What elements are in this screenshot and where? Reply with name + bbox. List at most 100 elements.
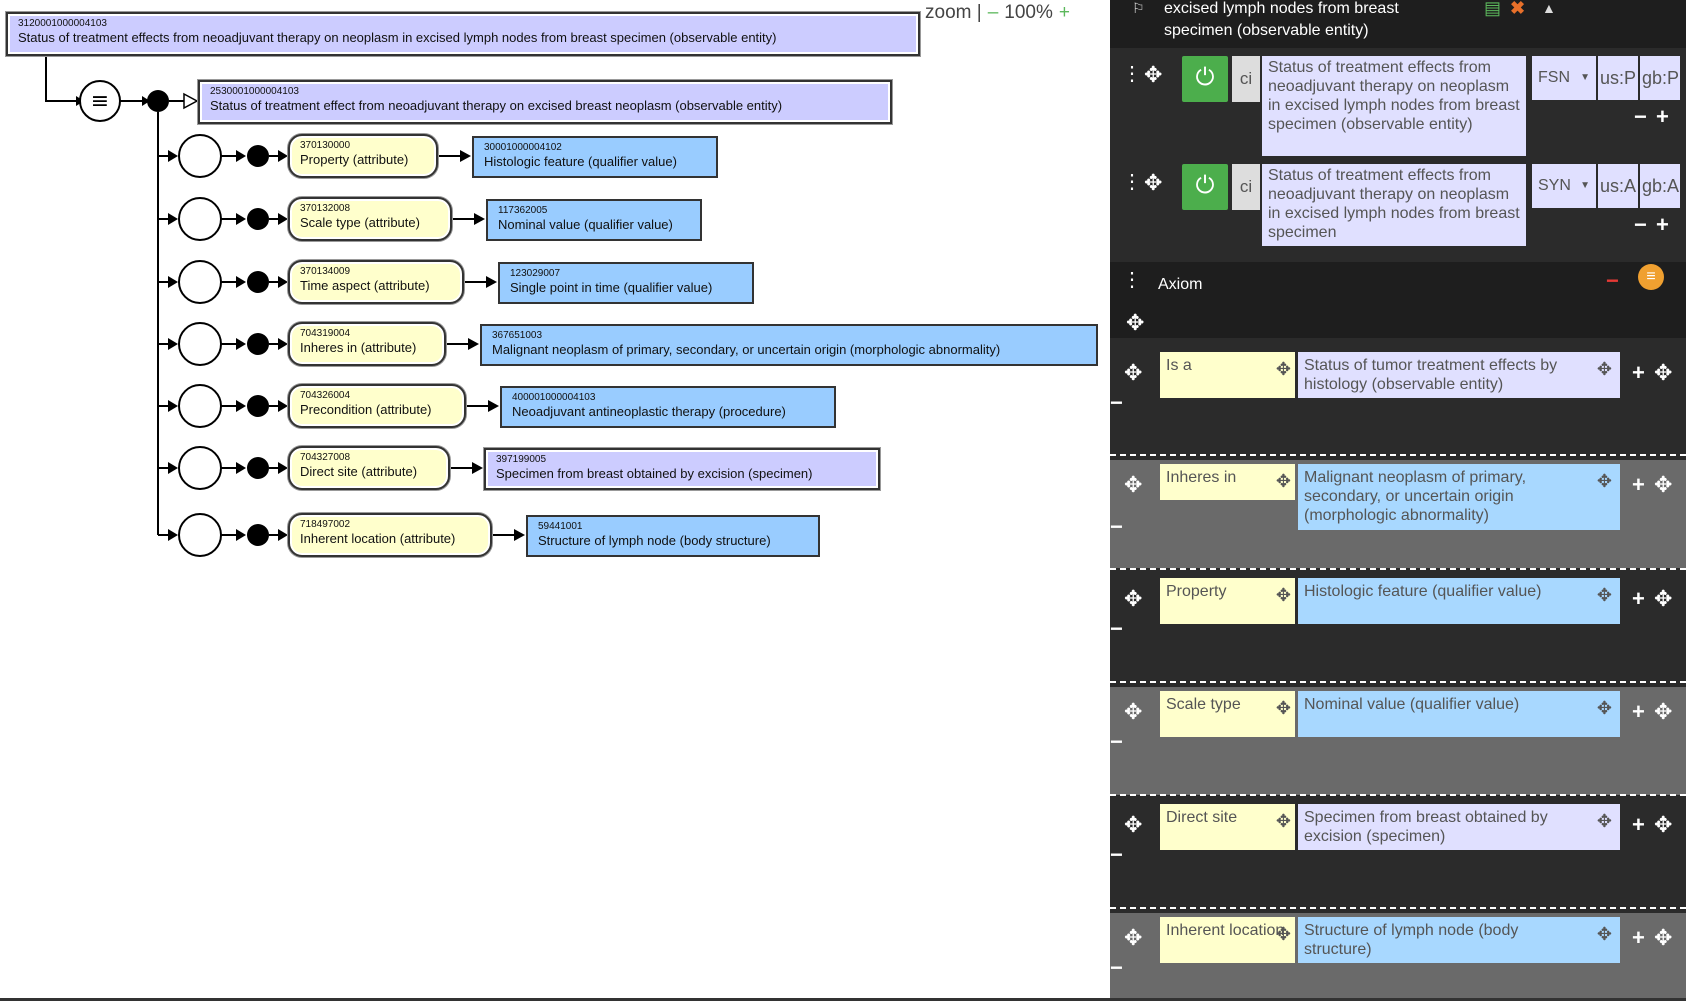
arrowhead-icon (236, 462, 246, 474)
remove-relationship-icon[interactable]: − (1110, 514, 1123, 539)
move-icon[interactable]: ✥ (1144, 62, 1163, 87)
relationship-type-field[interactable]: Scale type✥ (1160, 691, 1295, 737)
add-relationship-icon[interactable]: + (1632, 925, 1645, 950)
add-relationship-icon[interactable]: + (1632, 472, 1645, 497)
relationship-target-field[interactable]: Structure of lymph node (body structure)… (1298, 917, 1620, 963)
move-icon[interactable]: ✥ (1596, 698, 1612, 718)
move-icon[interactable]: ✥ (1144, 170, 1163, 195)
move-icon[interactable]: ✥ (1654, 472, 1673, 497)
gb-acceptability-field[interactable]: gb:P (1640, 56, 1680, 100)
arrowhead-icon (514, 529, 525, 541)
description-type-select[interactable]: FSN▼ (1532, 56, 1596, 100)
move-icon[interactable]: ✥ (1275, 698, 1291, 718)
relationship-type-field[interactable]: Inherent location✥ (1160, 917, 1295, 963)
remove-description-icon[interactable]: − (1634, 212, 1647, 237)
remove-relationship-icon[interactable]: − (1110, 842, 1123, 867)
active-toggle-button[interactable]: ⏻ (1182, 56, 1228, 102)
save-icon[interactable]: ▤ (1484, 0, 1502, 18)
relationship-type-field[interactable]: Property✥ (1160, 578, 1295, 624)
relationship-type-field[interactable]: Direct site✥ (1160, 804, 1295, 850)
drag-grip-icon[interactable]: ⋮ (1122, 63, 1142, 85)
move-icon[interactable]: ✥ (1654, 812, 1673, 837)
move-icon[interactable]: ✥ (1124, 925, 1143, 950)
remove-relationship-icon[interactable]: − (1110, 729, 1123, 754)
us-acceptability-field[interactable]: us:P (1598, 56, 1638, 100)
move-icon[interactable]: ✥ (1126, 310, 1145, 335)
connector-line (45, 56, 76, 102)
relationship-type-field[interactable]: Inheres in✥ (1160, 464, 1295, 500)
relationship-target-field[interactable]: Status of tumor treatment effects by his… (1298, 352, 1620, 398)
move-icon[interactable]: ✥ (1124, 699, 1143, 724)
gb-acceptability-field[interactable]: gb:A (1640, 164, 1680, 208)
move-icon[interactable]: ✥ (1124, 586, 1143, 611)
case-significance-button[interactable]: ci (1232, 164, 1260, 210)
arrowhead-icon (168, 529, 178, 541)
move-icon[interactable]: ✥ (1596, 811, 1612, 831)
move-icon[interactable]: ✥ (1654, 925, 1673, 950)
move-icon[interactable]: ✥ (1124, 812, 1143, 837)
add-relationship-icon[interactable]: + (1632, 360, 1645, 385)
move-icon[interactable]: ✥ (1654, 360, 1673, 385)
arrowhead-icon (278, 400, 288, 412)
description-type-select[interactable]: SYN▼ (1532, 164, 1596, 208)
zoom-out-button[interactable]: – (987, 2, 999, 23)
move-icon[interactable]: ✥ (1275, 471, 1291, 491)
move-icon[interactable]: ✥ (1596, 924, 1612, 944)
move-icon[interactable]: ✥ (1275, 585, 1291, 605)
relationship-target-field[interactable]: Histologic feature (qualifier value)✥ (1298, 578, 1620, 624)
move-icon[interactable]: ✥ (1275, 359, 1291, 379)
move-icon[interactable]: ✥ (1275, 811, 1291, 831)
move-icon[interactable]: ✥ (1654, 586, 1673, 611)
move-icon[interactable]: ✥ (1275, 924, 1291, 944)
description-term-field[interactable]: Status of treatment effects from neoadju… (1262, 164, 1526, 246)
move-icon[interactable]: ✥ (1124, 472, 1143, 497)
case-significance-button[interactable]: ci (1232, 56, 1260, 102)
add-relationship-icon[interactable]: + (1632, 586, 1645, 611)
move-icon[interactable]: ✥ (1124, 360, 1143, 385)
relationship-type-field[interactable]: Is a✥ (1160, 352, 1295, 398)
value-concept-label: Histologic feature (qualifier value) (484, 154, 677, 169)
add-description-icon[interactable]: + (1656, 104, 1669, 129)
attribute-id: 704319004 (300, 328, 351, 339)
relationship-target-field[interactable]: Malignant neoplasm of primary, secondary… (1298, 464, 1620, 530)
close-icon[interactable]: ✖ (1510, 0, 1526, 18)
relationship-target-field[interactable]: Specimen from breast obtained by excisio… (1298, 804, 1620, 850)
description-term-field[interactable]: Status of treatment effects from neoadju… (1262, 56, 1526, 156)
relationship-target-field[interactable]: Nominal value (qualifier value)✥ (1298, 691, 1620, 737)
zoom-in-button[interactable]: + (1058, 2, 1070, 23)
drag-grip-icon[interactable]: ⋮ (1122, 269, 1142, 291)
collapse-icon[interactable]: ▲ (1542, 0, 1556, 16)
axiom-menu-icon[interactable]: ≡ (1638, 264, 1664, 290)
active-toggle-button[interactable]: ⏻ (1182, 164, 1228, 210)
move-icon[interactable]: ✥ (1596, 359, 1612, 379)
add-relationship-icon[interactable]: + (1632, 812, 1645, 837)
remove-relationship-icon[interactable]: − (1110, 390, 1123, 415)
parent-concept-node[interactable]: 2530001000004103 Status of treatment eff… (198, 80, 892, 124)
remove-axiom-icon[interactable]: − (1606, 268, 1619, 293)
add-relationship-icon[interactable]: + (1632, 699, 1645, 724)
remove-relationship-icon[interactable]: − (1110, 955, 1123, 980)
remove-description-icon[interactable]: − (1634, 104, 1647, 129)
drag-grip-icon[interactable]: ⋮ (1122, 171, 1142, 193)
move-icon[interactable]: ✥ (1596, 471, 1612, 491)
move-icon[interactable]: ✥ (1596, 585, 1612, 605)
focus-concept-node[interactable]: 3120001000004103 Status of treatment eff… (6, 12, 920, 56)
add-description-icon[interactable]: + (1656, 212, 1669, 237)
move-icon[interactable]: ✥ (1654, 699, 1673, 724)
us-acceptability-field[interactable]: us:A (1598, 164, 1638, 208)
remove-relationship-icon[interactable]: − (1110, 616, 1123, 641)
